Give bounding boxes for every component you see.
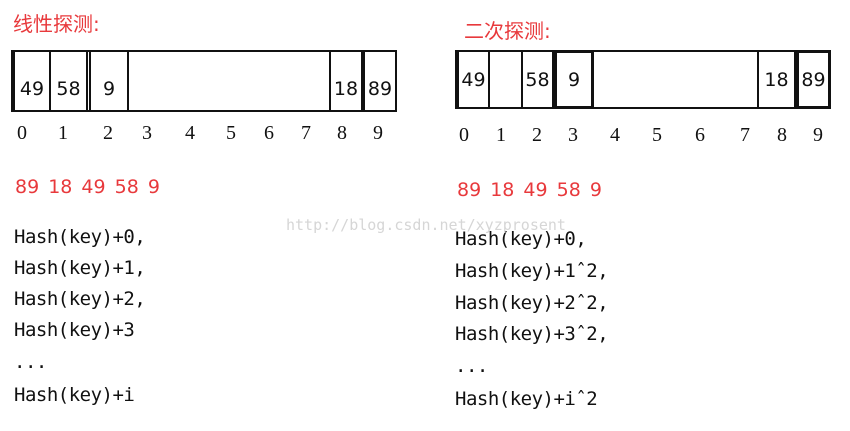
quadratic-formula-3: Hash(key)+3ˆ2,: [455, 323, 609, 345]
quadratic-cell-8: 18: [757, 50, 796, 109]
quadratic-index-7: 7: [740, 124, 750, 146]
linear-cell-0: 49: [13, 50, 51, 112]
quadratic-cell-3: 9: [554, 50, 594, 109]
linear-formula-1: Hash(key)+1,: [14, 257, 146, 279]
linear-cell-9: 89: [363, 50, 397, 112]
quadratic-cell-0: 49: [457, 50, 490, 109]
linear-cell-2: 9: [89, 50, 129, 112]
linear-probing-title: 线性探测:: [13, 12, 100, 36]
quadratic-formula-i: Hash(key)+iˆ2: [455, 388, 598, 410]
quadratic-index-9: 9: [813, 124, 823, 146]
quadratic-insert-keys: 89 18 49 58 9: [457, 179, 602, 201]
linear-index-6: 6: [264, 122, 274, 144]
quadratic-formula-2: Hash(key)+2ˆ2,: [455, 292, 609, 314]
linear-index-7: 7: [301, 122, 311, 144]
quadratic-formula-0: Hash(key)+0,: [455, 228, 587, 250]
linear-index-5: 5: [226, 122, 236, 144]
linear-formula-i: Hash(key)+i: [14, 384, 135, 406]
quadratic-cell-2: 58: [521, 50, 554, 109]
linear-formula-ellipsis: ...: [14, 351, 47, 373]
linear-insert-keys: 89 18 49 58 9: [15, 176, 160, 198]
quadratic-cell-9: 89: [796, 50, 831, 109]
quadratic-index-4: 4: [610, 124, 620, 146]
linear-index-4: 4: [185, 122, 195, 144]
linear-index-2: 2: [103, 122, 113, 144]
linear-index-8: 8: [337, 122, 347, 144]
quadratic-index-5: 5: [652, 124, 662, 146]
quadratic-probing-panel: 二次探测: 49 58 9 18 89 0 1 2 3 4 5 6 7 8 9 …: [440, 0, 840, 431]
linear-cell-8: 18: [329, 50, 363, 112]
linear-cell-1: 58: [49, 50, 88, 112]
watermark-text: http://blog.csdn.net/xyzprosent: [286, 216, 566, 234]
linear-hash-table: 49 58 9 18 89: [11, 50, 397, 112]
quadratic-index-0: 0: [459, 124, 469, 146]
linear-probing-panel: 线性探测: 49 58 9 18 89 0 1 2 3 4 5 6 7 8 9 …: [0, 0, 420, 431]
quadratic-index-8: 8: [777, 124, 787, 146]
quadratic-index-2: 2: [532, 124, 542, 146]
quadratic-index-6: 6: [695, 124, 705, 146]
quadratic-formula-ellipsis: ...: [455, 355, 488, 377]
linear-formula-2: Hash(key)+2,: [14, 288, 146, 310]
quadratic-index-1: 1: [496, 124, 506, 146]
linear-formula-3: Hash(key)+3: [14, 319, 135, 341]
linear-index-3: 3: [142, 122, 152, 144]
quadratic-probing-title: 二次探测:: [464, 19, 551, 43]
quadratic-hash-table: 49 58 9 18 89: [455, 50, 831, 109]
linear-formula-0: Hash(key)+0,: [14, 226, 146, 248]
quadratic-index-3: 3: [568, 124, 578, 146]
quadratic-formula-1: Hash(key)+1ˆ2,: [455, 260, 609, 282]
linear-index-1: 1: [58, 122, 68, 144]
linear-index-0: 0: [17, 122, 27, 144]
linear-index-9: 9: [373, 122, 383, 144]
